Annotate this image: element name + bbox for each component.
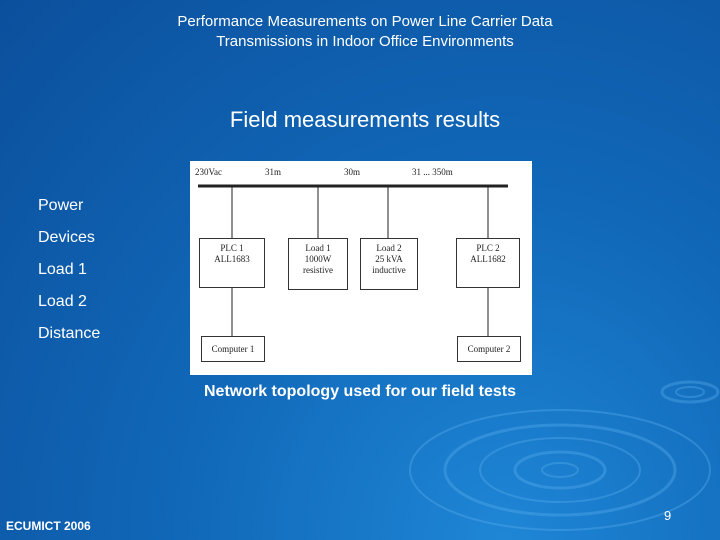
bus-label: 31 ... 350m	[412, 167, 453, 177]
page-number: 9	[664, 508, 672, 523]
bullet-item: Load 2	[38, 293, 87, 310]
bullet-item: Power	[38, 197, 84, 214]
network-topology-diagram: 230Vac 31m 30m 31 ... 350m PLC 1 ALL1683…	[190, 161, 532, 375]
bus-label: 30m	[344, 167, 361, 177]
title-line-2: Transmissions in Indoor Office Environme…	[216, 33, 514, 50]
topology-lines	[198, 184, 508, 336]
computer-box-1: Computer 1	[201, 336, 265, 362]
bullet-item: Devices	[38, 229, 95, 246]
slide-title: Performance Measurements on Power Line C…	[60, 12, 670, 52]
node-box-load1: Load 1 1000W resistive	[288, 238, 348, 290]
node-box-plc2: PLC 2 ALL1682	[456, 238, 520, 288]
title-line-1: Performance Measurements on Power Line C…	[177, 13, 553, 30]
footer-label: ECUMICT 2006	[6, 519, 91, 533]
slide-subtitle: Field measurements results	[229, 107, 501, 132]
bus-label: 230Vac	[195, 167, 222, 177]
computer-box-2: Computer 2	[457, 336, 521, 362]
bullet-list: Power Devices Load 1 Load 2 Distance	[38, 196, 100, 356]
diagram-caption: Network topology used for our field test…	[203, 383, 517, 400]
bus-label: 31m	[265, 167, 282, 177]
node-box-plc1: PLC 1 ALL1683	[199, 238, 265, 288]
bullet-item: Distance	[38, 325, 101, 342]
node-box-load2: Load 2 25 kVA inductive	[360, 238, 418, 290]
bullet-item: Load 1	[38, 261, 87, 278]
